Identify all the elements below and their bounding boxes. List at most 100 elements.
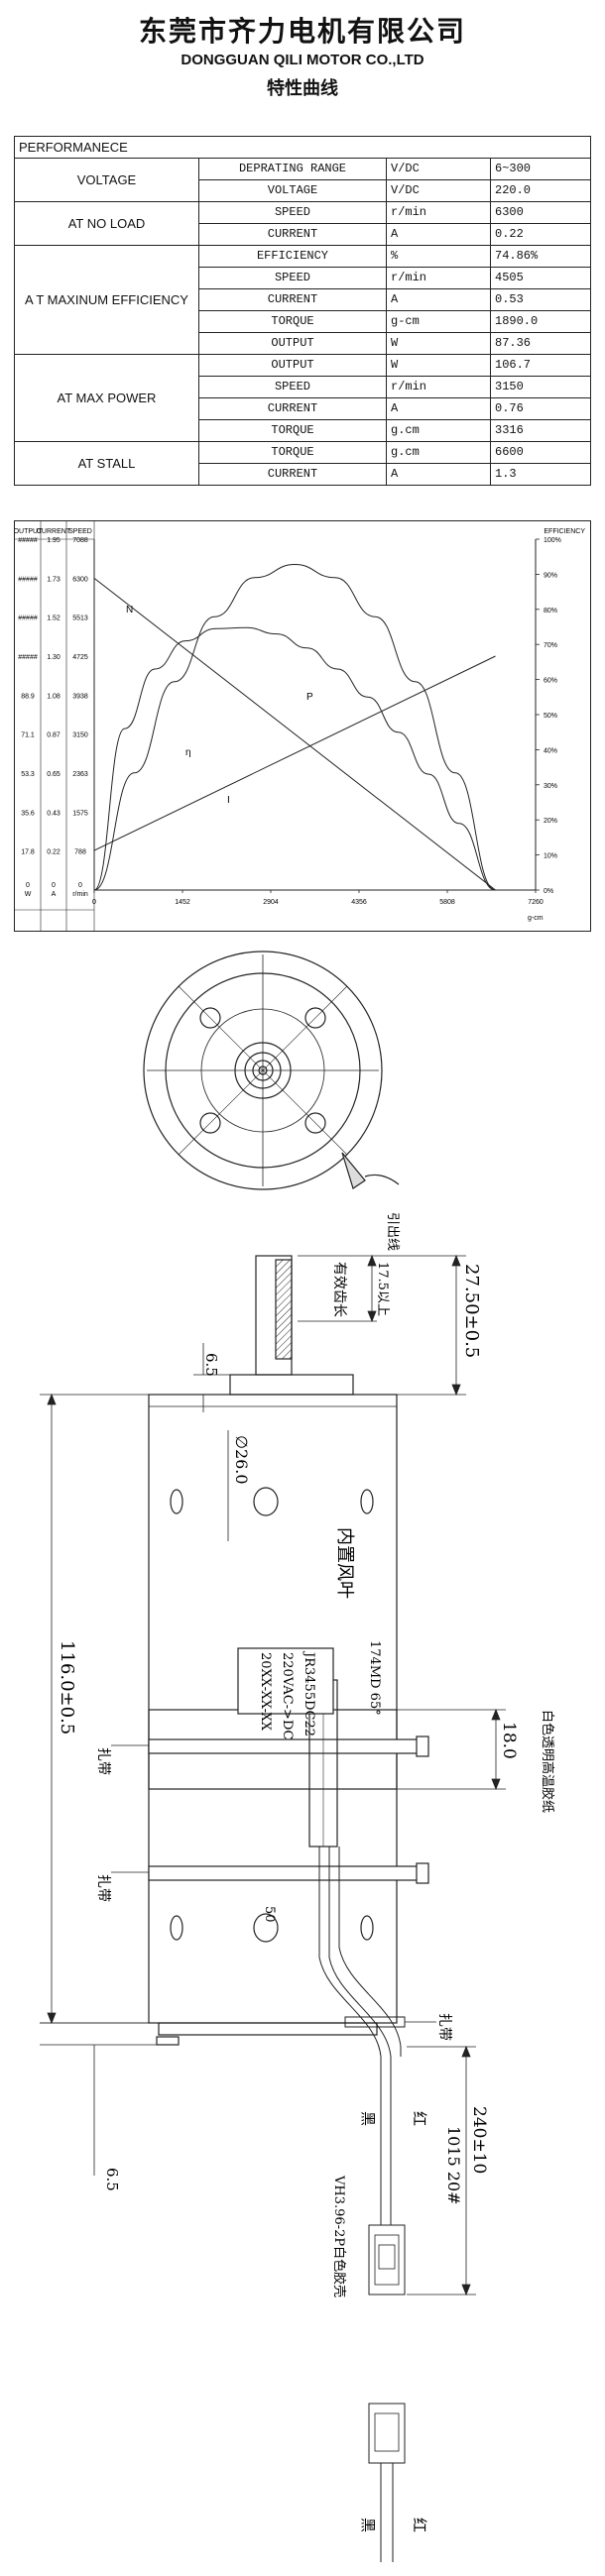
performance-group-label: A T MAXINUM EFFICIENCY: [14, 245, 199, 355]
left-axis-value: 71.1: [21, 732, 35, 739]
left-axis-value: 0.87: [47, 732, 60, 739]
shaft-boss: [229, 1374, 354, 1396]
performance-item: SPEED: [198, 267, 387, 289]
performance-item: CURRENT: [198, 288, 387, 311]
x-tick-label: 1452: [175, 899, 190, 906]
drawing-svg: 引出线 27.50±0.5 17.5以上 有效齿长 6.5: [40, 951, 555, 2562]
motor-body: [148, 1394, 429, 2046]
left-axis-value: 0.22: [47, 849, 60, 856]
performance-value: 106.7: [490, 354, 591, 377]
performance-unit: g-cm: [386, 310, 491, 333]
performance-value: 220.0: [490, 179, 591, 202]
end-view-outer-circle: [143, 951, 383, 1190]
left-axis-value: 3150: [72, 732, 88, 739]
document-header: 东莞市齐力电机有限公司 DONGGUAN QILI MOTOR CO.,LTD …: [0, 0, 605, 100]
right-tick-label: 20%: [544, 818, 557, 825]
left-axis-value: 1.73: [47, 576, 60, 583]
left-axis-value: 0.65: [47, 771, 60, 778]
series-label-I: I: [227, 795, 230, 806]
flange-tab: [156, 2036, 180, 2046]
left-header: OUTPUT: [15, 528, 43, 535]
wire-spec-label: 1015 20#: [444, 2126, 463, 2205]
x-tick-label: 4356: [351, 899, 367, 906]
dim-overall-label: 116.0±0.5: [57, 1640, 77, 1735]
performance-unit: A: [386, 463, 491, 486]
left-header: SPEED: [68, 528, 92, 535]
performance-value: 1.3: [490, 463, 591, 486]
left-axis-value: 6300: [72, 576, 88, 583]
left-axis-value: 1575: [72, 810, 88, 817]
connector-label: VH3.96-2P白色胶壳: [331, 2175, 347, 2297]
performance-item: TORQUE: [198, 441, 387, 464]
mount-hole-4: [304, 1112, 326, 1134]
zip-tie-label-mid: 扎带: [95, 1874, 111, 1902]
right-axis-title: EFFICIENCY: [544, 528, 585, 535]
left-header: CURRENT: [37, 528, 71, 535]
vent-3: [360, 1489, 374, 1514]
performance-unit: V/DC: [386, 179, 491, 202]
dim-shaft-length-label: 27.50±0.5: [461, 1264, 482, 1358]
connector-housing: [368, 2224, 406, 2296]
nameplate-line-1: JR3455DC22: [302, 1650, 316, 1736]
left-axis-value: #####: [18, 537, 38, 544]
performance-value: 4505: [490, 267, 591, 289]
left-axis-value: 0: [78, 882, 82, 889]
left-unit: A: [52, 891, 57, 898]
performance-value: 74.86%: [490, 245, 591, 268]
performance-value: 6300: [490, 201, 591, 224]
zip-tie-head-1: [416, 1736, 429, 1757]
performance-unit: r/min: [386, 201, 491, 224]
performance-value: 6600: [490, 441, 591, 464]
vent-4: [170, 1915, 183, 1941]
left-axis-value: 17.8: [21, 849, 35, 856]
motor-drawing: 引出线 27.50±0.5 17.5以上 有效齿长 6.5: [0, 947, 605, 2576]
x-tick-label: 0: [92, 899, 96, 906]
wire-red-label: 红: [411, 2111, 428, 2126]
series-line-I: [93, 655, 496, 851]
x-tick-label: 2904: [263, 899, 279, 906]
lead-exit-tab: [341, 1152, 366, 1189]
lead-label: 引出线: [385, 1212, 400, 1251]
company-name-en: DONGGUAN QILI MOTOR CO.,LTD: [181, 52, 424, 68]
series-line-N: [93, 577, 496, 891]
wire-zip-tie-label: 扎带: [436, 2013, 452, 2041]
performance-group-label: AT NO LOAD: [14, 201, 199, 246]
performance-group-label: AT MAX POWER: [14, 354, 199, 442]
left-axis-value: 1.95: [47, 537, 60, 544]
series-label-eta: η: [185, 747, 191, 758]
dim-band-width: [397, 1708, 506, 1791]
thermal-label: 174MD 65°: [367, 1640, 382, 1716]
performance-item: SPEED: [198, 376, 387, 398]
nameplate: [237, 1647, 334, 1715]
dim-flange: [40, 2022, 157, 2176]
series-line-eta: [93, 626, 496, 891]
dim-flange-label: 6.5: [103, 2168, 121, 2191]
left-axis-value: #####: [18, 616, 38, 622]
left-unit: r/min: [72, 891, 88, 898]
right-tick-label: 100%: [544, 537, 561, 544]
performance-unit: r/min: [386, 376, 491, 398]
connector-pin: [378, 2244, 396, 2270]
performance-value: 3150: [490, 376, 591, 398]
vent-2: [253, 1487, 279, 1516]
x-tick-label: 7260: [528, 899, 544, 906]
performance-unit: g.cm: [386, 441, 491, 464]
wire-black-label: 黑: [359, 2111, 377, 2126]
series-line-P: [93, 564, 496, 891]
performance-unit: r/min: [386, 267, 491, 289]
performance-value: 0.22: [490, 223, 591, 246]
x-axis-label: g-cm: [528, 915, 544, 922]
performance-value: 87.36: [490, 332, 591, 355]
left-axis-value: 0.43: [47, 810, 60, 817]
performance-unit: g.cm: [386, 419, 491, 442]
left-axis-value: 1.08: [47, 693, 60, 700]
performance-value: 0.53: [490, 288, 591, 311]
